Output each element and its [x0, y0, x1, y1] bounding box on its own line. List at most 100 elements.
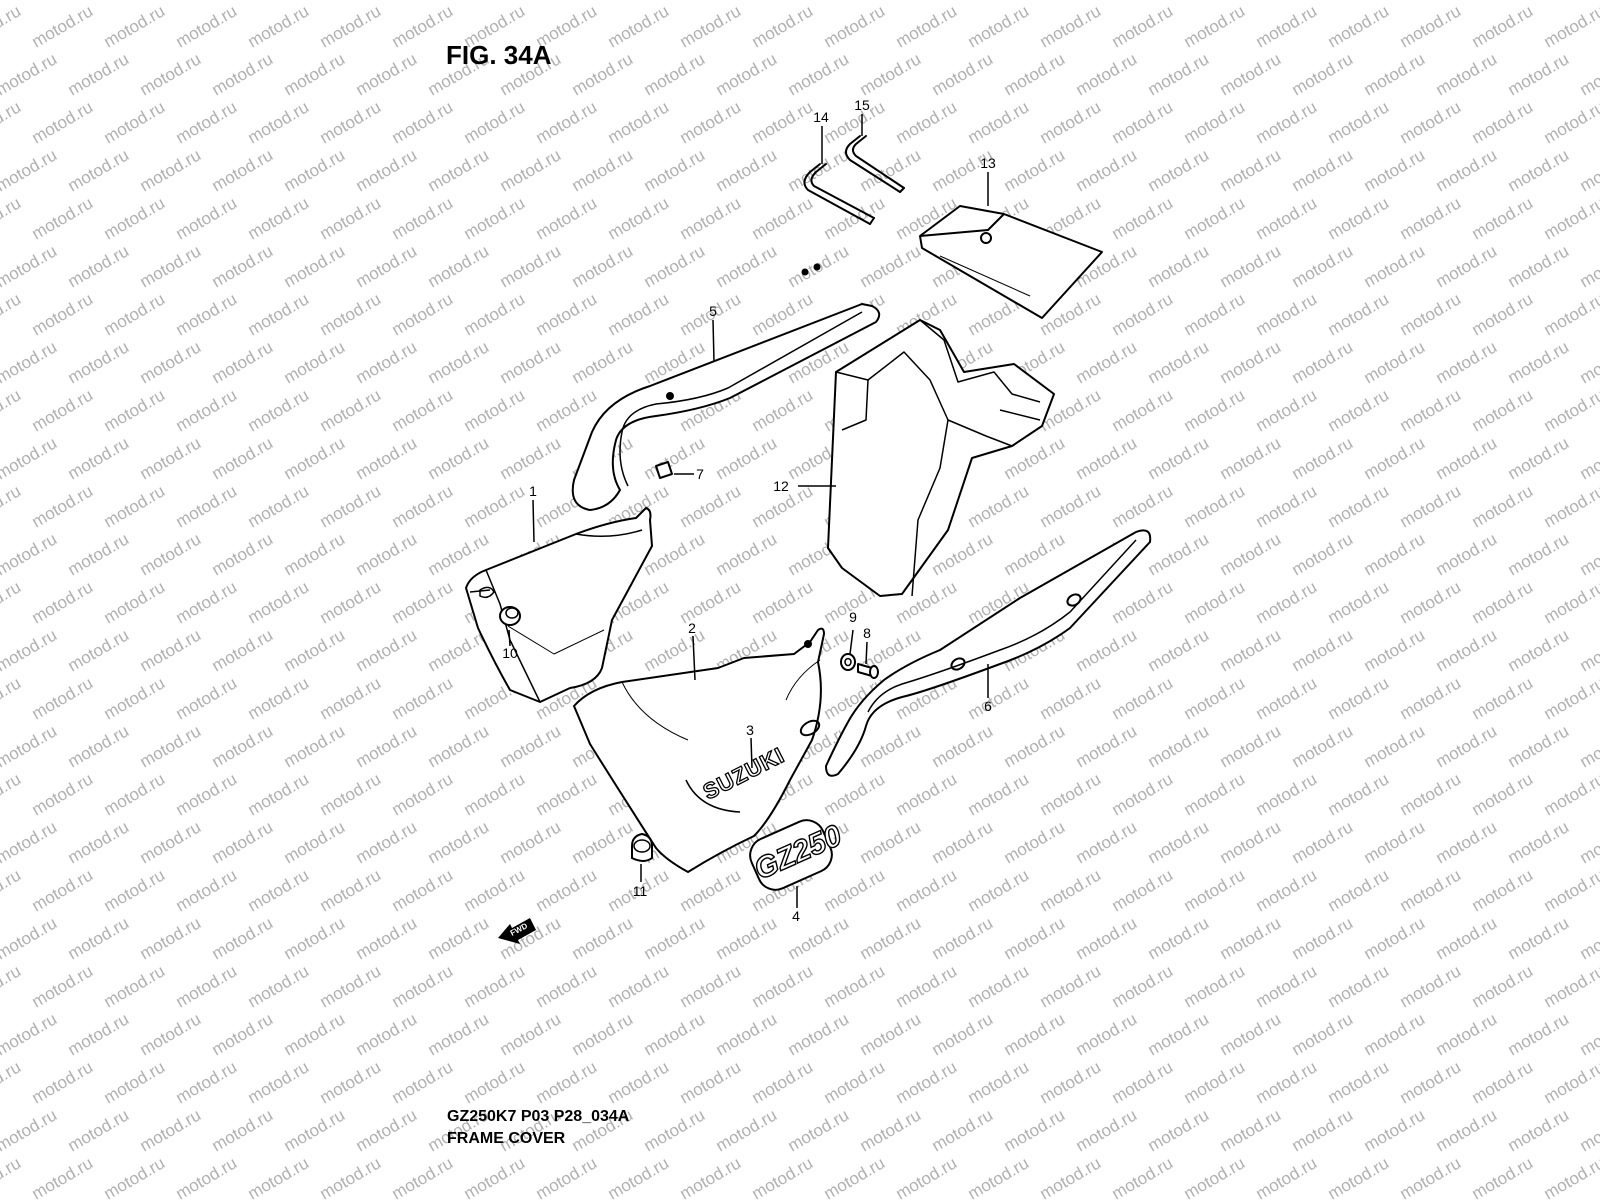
watermark-text: motod.ru: [1289, 433, 1357, 483]
callout-11: 11: [633, 883, 648, 899]
watermark-text: motod.ru: [857, 1009, 925, 1059]
watermark-text: motod.ru: [1577, 721, 1600, 771]
watermark-text: motod.ru: [1325, 769, 1393, 819]
watermark-text: motod.ru: [1217, 913, 1285, 963]
watermark-text: motod.ru: [1217, 625, 1285, 675]
watermark-text: motod.ru: [1433, 337, 1501, 387]
watermark-text: motod.ru: [713, 241, 781, 291]
watermark-text: motod.ru: [1505, 529, 1573, 579]
watermark-text: motod.ru: [461, 481, 529, 531]
watermark-text: motod.ru: [1181, 193, 1249, 243]
watermark-text: motod.ru: [1073, 913, 1141, 963]
watermark-text: motod.ru: [641, 913, 709, 963]
watermark-text: motod.ru: [1145, 241, 1213, 291]
watermark-text: motod.ru: [569, 1009, 637, 1059]
watermark-text: motod.ru: [713, 145, 781, 195]
watermark-text: motod.ru: [317, 385, 385, 435]
watermark-text: motod.ru: [353, 241, 421, 291]
watermark-text: motod.ru: [1361, 0, 1429, 3]
watermark-text: motod.ru: [65, 433, 133, 483]
watermark-text: motod.ru: [533, 1057, 601, 1107]
watermark-text: motod.ru: [1469, 865, 1537, 915]
watermark-text: motod.ru: [1217, 49, 1285, 99]
watermark-text: motod.ru: [1001, 0, 1069, 3]
watermark-text: motod.ru: [389, 97, 457, 147]
watermark-text: motod.ru: [1145, 145, 1213, 195]
watermark-text: motod.ru: [389, 1153, 457, 1200]
watermark-text: motod.ru: [353, 1009, 421, 1059]
watermark-text: motod.ru: [929, 721, 997, 771]
watermark-text: motod.ru: [1145, 337, 1213, 387]
watermark-text: motod.ru: [857, 721, 925, 771]
watermark-text: motod.ru: [641, 625, 709, 675]
watermark-text: motod.ru: [497, 817, 565, 867]
watermark-text: motod.ru: [857, 1105, 925, 1155]
watermark-text: motod.ru: [137, 721, 205, 771]
watermark-text: motod.ru: [281, 529, 349, 579]
watermark-text: motod.ru: [1181, 673, 1249, 723]
watermark-text: motod.ru: [785, 49, 853, 99]
watermark-text: motod.ru: [0, 0, 60, 3]
watermark-text: motod.ru: [137, 1105, 205, 1155]
watermark-text: motod.ru: [1505, 625, 1573, 675]
watermark-text: motod.ru: [1397, 961, 1465, 1011]
watermark-text: motod.ru: [1505, 1105, 1573, 1155]
watermark-text: motod.ru: [1325, 97, 1393, 147]
watermark-text: motod.ru: [317, 577, 385, 627]
watermark-text: motod.ru: [1253, 289, 1321, 339]
watermark-text: motod.ru: [1145, 0, 1213, 3]
watermark-text: motod.ru: [281, 49, 349, 99]
watermark-text: motod.ru: [101, 577, 169, 627]
watermark-text: motod.ru: [1073, 625, 1141, 675]
watermark-text: motod.ru: [173, 769, 241, 819]
watermark-text: motod.ru: [641, 241, 709, 291]
watermark-text: motod.ru: [389, 193, 457, 243]
watermark-text: motod.ru: [1109, 289, 1177, 339]
watermark-text: motod.ru: [1541, 385, 1600, 435]
watermark-text: motod.ru: [1001, 913, 1069, 963]
watermark-text: motod.ru: [533, 97, 601, 147]
watermark-text: motod.ru: [713, 529, 781, 579]
watermark-text: motod.ru: [1397, 385, 1465, 435]
watermark-text: motod.ru: [389, 385, 457, 435]
watermark-text: motod.ru: [1505, 433, 1573, 483]
watermark-text: motod.ru: [1001, 49, 1069, 99]
watermark-text: motod.ru: [1253, 193, 1321, 243]
watermark-text: motod.ru: [965, 1057, 1033, 1107]
watermark-text: motod.ru: [1361, 913, 1429, 963]
watermark-text: motod.ru: [29, 385, 97, 435]
watermark-text: motod.ru: [209, 817, 277, 867]
watermark-text: motod.ru: [821, 865, 889, 915]
watermark-text: motod.ru: [569, 0, 637, 3]
watermark-text: motod.ru: [677, 193, 745, 243]
watermark-text: motod.ru: [1109, 769, 1177, 819]
watermark-text: motod.ru: [1001, 1105, 1069, 1155]
watermark-text: motod.ru: [1181, 769, 1249, 819]
watermark-text: motod.ru: [65, 1105, 133, 1155]
watermark-text: motod.ru: [1541, 97, 1600, 147]
watermark-text: motod.ru: [209, 241, 277, 291]
watermark-text: motod.ru: [1505, 241, 1573, 291]
watermark-text: motod.ru: [1181, 481, 1249, 531]
watermark-text: motod.ru: [1253, 769, 1321, 819]
watermark-text: motod.ru: [0, 481, 24, 531]
watermark-text: motod.ru: [0, 289, 24, 339]
watermark-text: motod.ru: [1397, 1, 1465, 51]
watermark-text: motod.ru: [533, 1153, 601, 1200]
watermark-text: motod.ru: [1469, 1153, 1537, 1200]
watermark-text: motod.ru: [713, 49, 781, 99]
watermark-text: motod.ru: [1145, 817, 1213, 867]
watermark-text: motod.ru: [461, 385, 529, 435]
watermark-text: motod.ru: [1289, 1105, 1357, 1155]
watermark-text: motod.ru: [173, 673, 241, 723]
part-2-side-cover: [573, 627, 825, 873]
watermark-text: motod.ru: [1469, 961, 1537, 1011]
watermark-text: motod.ru: [461, 1153, 529, 1200]
watermark-text: motod.ru: [1109, 1153, 1177, 1200]
watermark-text: motod.ru: [1001, 529, 1069, 579]
watermark-text: motod.ru: [1505, 49, 1573, 99]
watermark-text: motod.ru: [353, 913, 421, 963]
watermark-text: motod.ru: [173, 481, 241, 531]
watermark-text: motod.ru: [1433, 0, 1501, 3]
watermark-text: motod.ru: [461, 289, 529, 339]
